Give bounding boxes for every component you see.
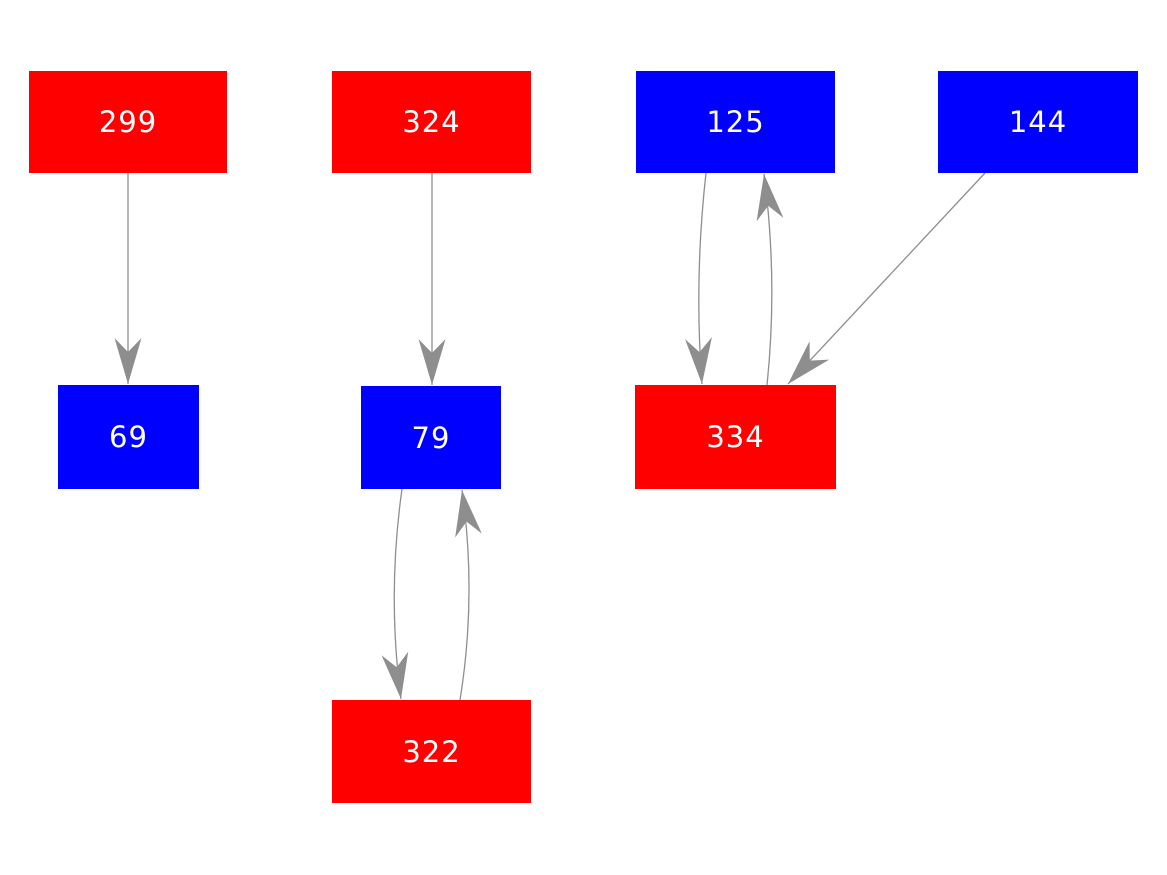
node-322: 322	[332, 700, 531, 803]
edges-group	[114, 172, 986, 701]
node-label-334: 334	[706, 420, 765, 454]
node-label-144: 144	[1008, 105, 1068, 139]
edge-334-to-125	[756, 173, 784, 386]
edge-79-to-322	[381, 488, 409, 700]
node-125: 125	[636, 71, 835, 173]
edge-125-to-334	[685, 172, 712, 385]
node-79: 79	[361, 386, 501, 489]
node-144: 144	[938, 71, 1138, 173]
node-299: 299	[29, 71, 227, 173]
edge-144-to-334	[787, 172, 986, 385]
node-324: 324	[332, 71, 531, 173]
edge-322-to-79	[455, 489, 482, 701]
node-334: 334	[635, 385, 836, 489]
node-label-125: 125	[706, 105, 765, 139]
node-label-322: 322	[402, 734, 461, 769]
node-label-324: 324	[402, 105, 461, 139]
node-69: 69	[58, 385, 199, 489]
node-label-79: 79	[411, 420, 451, 455]
node-label-299: 299	[98, 105, 158, 139]
node-label-69: 69	[109, 420, 148, 454]
